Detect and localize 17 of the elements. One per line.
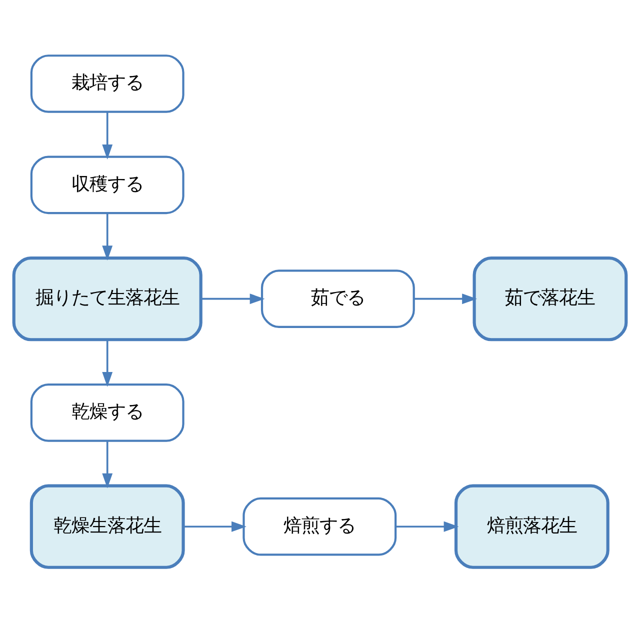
arrow xyxy=(184,520,246,532)
node-box: 栽培する xyxy=(30,54,184,112)
arrow xyxy=(201,293,265,304)
arrow xyxy=(396,520,459,532)
arrow xyxy=(102,112,113,159)
arrow xyxy=(102,212,113,260)
node-box: 茹で落花生 xyxy=(472,256,628,341)
arrow xyxy=(414,293,478,304)
arrow xyxy=(102,339,113,386)
node-box: 掘りたて生落花生 xyxy=(12,256,202,341)
node-box: 焙煎落花生 xyxy=(454,484,610,568)
node-box: 収穫する xyxy=(30,155,184,214)
node-box: 茹でる xyxy=(260,269,415,328)
arrow xyxy=(102,440,113,488)
node-box: 焙煎する xyxy=(242,496,397,556)
node-box: 乾燥生落花生 xyxy=(30,484,185,568)
node-box: 乾燥する xyxy=(30,383,184,442)
